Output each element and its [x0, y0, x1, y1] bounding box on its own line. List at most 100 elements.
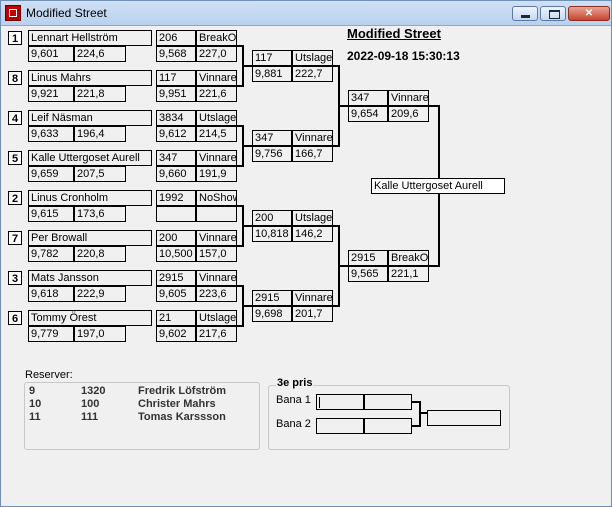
round2-result[interactable]: Utslagen	[292, 210, 333, 226]
reserve-name: Tomas Karssson	[138, 411, 226, 423]
driver-qual-time[interactable]: 9,659	[28, 166, 74, 182]
race-speed[interactable]: 221,6	[196, 86, 237, 102]
round2-result[interactable]: Utslagen	[292, 50, 333, 66]
close-button[interactable]: ✕	[568, 6, 610, 21]
maximize-button[interactable]	[540, 6, 566, 21]
round2-time[interactable]: 9,881	[252, 66, 292, 82]
driver-name[interactable]: Lennart Hellström	[28, 30, 152, 46]
round2-time[interactable]: 10,818	[252, 226, 292, 242]
driver-name[interactable]: Linus Mahrs	[28, 70, 152, 86]
driver-name[interactable]: Linus Cronholm	[28, 190, 152, 206]
race-speed[interactable]: 217,6	[196, 326, 237, 342]
driver-qual-speed[interactable]: 220,8	[74, 246, 126, 262]
driver-name[interactable]: Mats Jansson	[28, 270, 152, 286]
race-time[interactable]: 9,602	[156, 326, 196, 342]
race-car-number[interactable]: 21	[156, 310, 196, 326]
bracket-connector	[338, 105, 348, 107]
bracket-connector	[237, 325, 243, 327]
driver-qual-time[interactable]: 9,782	[28, 246, 74, 262]
race-time[interactable]	[156, 206, 196, 222]
third-place-connector	[412, 401, 420, 403]
driver-name[interactable]: Tommy Örest	[28, 310, 152, 326]
race-speed[interactable]	[196, 206, 237, 222]
driver-qual-speed[interactable]: 221,8	[74, 86, 126, 102]
driver-qual-time[interactable]: 9,633	[28, 126, 74, 142]
round2-car-number[interactable]: 117	[252, 50, 292, 66]
race-result[interactable]: Vinnare	[196, 230, 237, 246]
bracket-connector	[429, 105, 439, 107]
lane-2-input-b[interactable]	[364, 418, 412, 434]
race-time[interactable]: 9,951	[156, 86, 196, 102]
race-car-number[interactable]: 117	[156, 70, 196, 86]
third-place-group	[268, 385, 510, 450]
semifinal-time[interactable]: 9,565	[348, 266, 388, 282]
driver-name[interactable]: Leif Näsman	[28, 110, 152, 126]
race-speed[interactable]: 157,0	[196, 246, 237, 262]
race-result[interactable]: NoShow	[196, 190, 237, 206]
race-result[interactable]: Vinnare	[196, 270, 237, 286]
race-result[interactable]: BreakOut	[196, 30, 237, 46]
race-result[interactable]: Utslagen	[196, 310, 237, 326]
round2-result[interactable]: Vinnare	[292, 290, 333, 306]
race-time[interactable]: 9,612	[156, 126, 196, 142]
reserves-list[interactable]	[24, 382, 260, 450]
round2-speed[interactable]: 222,7	[292, 66, 333, 82]
round2-car-number[interactable]: 200	[252, 210, 292, 226]
title-bar[interactable]: Modified Street ✕	[1, 1, 611, 26]
round2-time[interactable]: 9,756	[252, 146, 292, 162]
driver-qual-speed[interactable]: 197,0	[74, 326, 126, 342]
race-time[interactable]: 10,500	[156, 246, 196, 262]
driver-qual-time[interactable]: 9,779	[28, 326, 74, 342]
driver-qual-time[interactable]: 9,615	[28, 206, 74, 222]
race-speed[interactable]: 227,0	[196, 46, 237, 62]
round2-speed[interactable]: 201,7	[292, 306, 333, 322]
race-car-number[interactable]: 1992	[156, 190, 196, 206]
driver-qual-speed[interactable]: 196,4	[74, 126, 126, 142]
race-car-number[interactable]: 206	[156, 30, 196, 46]
semifinal-speed[interactable]: 221,1	[388, 266, 429, 282]
round2-car-number[interactable]: 347	[252, 130, 292, 146]
bracket-connector	[333, 225, 339, 227]
race-car-number[interactable]: 3834	[156, 110, 196, 126]
race-speed[interactable]: 214,5	[196, 126, 237, 142]
minimize-button[interactable]	[512, 6, 538, 21]
driver-name[interactable]: Kalle Uttergoset Aurell	[28, 150, 152, 166]
third-place-winner[interactable]	[427, 410, 501, 426]
round2-car-number[interactable]: 2915	[252, 290, 292, 306]
driver-qual-speed[interactable]: 222,9	[74, 286, 126, 302]
race-time[interactable]: 9,568	[156, 46, 196, 62]
semifinal-speed[interactable]: 209,6	[388, 106, 429, 122]
driver-qual-time[interactable]: 9,618	[28, 286, 74, 302]
app-icon[interactable]	[5, 5, 21, 21]
race-speed[interactable]: 223,6	[196, 286, 237, 302]
semifinal-time[interactable]: 9,654	[348, 106, 388, 122]
lane-2-input-a[interactable]	[316, 418, 364, 434]
round2-time[interactable]: 9,698	[252, 306, 292, 322]
race-result[interactable]: Utslagen	[196, 110, 237, 126]
driver-qual-time[interactable]: 9,921	[28, 86, 74, 102]
race-car-number[interactable]: 347	[156, 150, 196, 166]
race-time[interactable]: 9,660	[156, 166, 196, 182]
driver-qual-speed[interactable]: 224,6	[74, 46, 126, 62]
driver-qual-speed[interactable]: 173,6	[74, 206, 126, 222]
semifinal-car-number[interactable]: 2915	[348, 250, 388, 266]
round2-result[interactable]: Vinnare	[292, 130, 333, 146]
final-winner[interactable]: Kalle Uttergoset Aurell	[371, 178, 505, 194]
semifinal-result[interactable]: BreakOut	[388, 250, 429, 266]
race-car-number[interactable]: 200	[156, 230, 196, 246]
round2-speed[interactable]: 146,2	[292, 226, 333, 242]
lane-1-input-b[interactable]	[364, 394, 412, 410]
race-speed[interactable]: 191,9	[196, 166, 237, 182]
seed-number: 8	[8, 71, 22, 85]
round2-speed[interactable]: 166,7	[292, 146, 333, 162]
semifinal-result[interactable]: Vinnare	[388, 90, 429, 106]
driver-name[interactable]: Per Browall	[28, 230, 152, 246]
race-result[interactable]: Vinnare	[196, 150, 237, 166]
race-time[interactable]: 9,605	[156, 286, 196, 302]
race-result[interactable]: Vinnare	[196, 70, 237, 86]
driver-qual-time[interactable]: 9,601	[28, 46, 74, 62]
driver-qual-speed[interactable]: 207,5	[74, 166, 126, 182]
semifinal-car-number[interactable]: 347	[348, 90, 388, 106]
lane-1-input-a[interactable]	[316, 394, 364, 410]
race-car-number[interactable]: 2915	[156, 270, 196, 286]
